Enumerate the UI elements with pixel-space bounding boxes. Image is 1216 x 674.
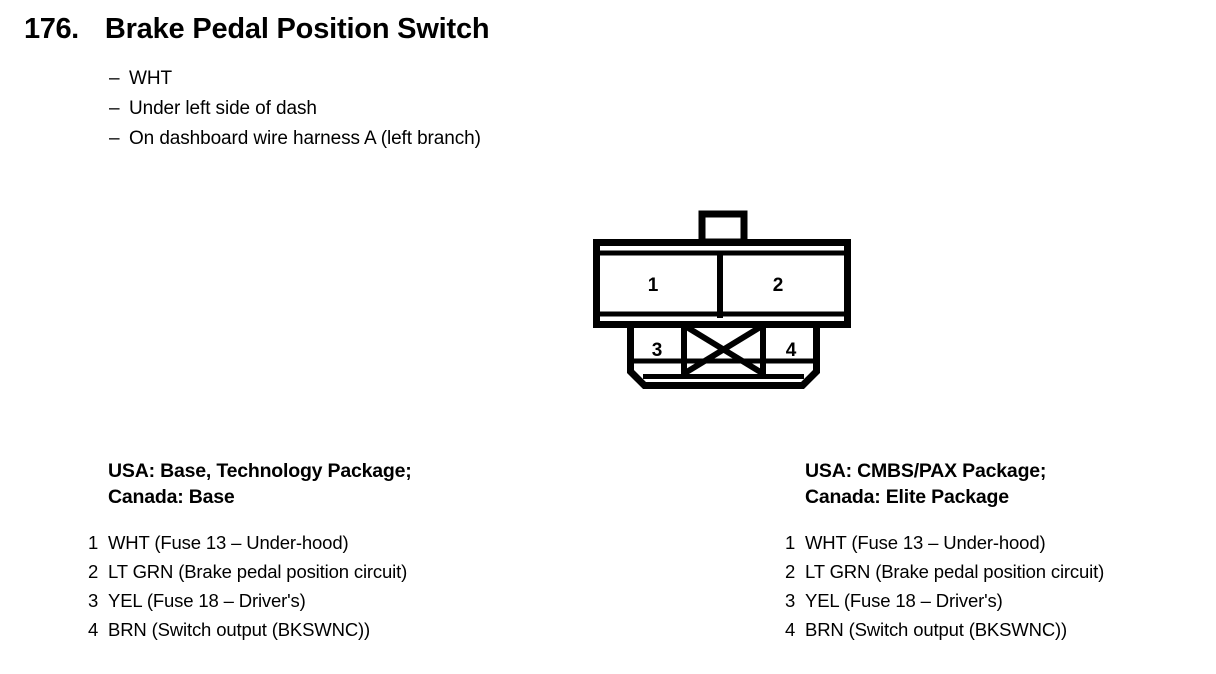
list-item: 4 BRN (Switch output (BKSWNC))	[88, 615, 412, 644]
pin-number: 2	[785, 561, 796, 582]
pin-description: LT GRN (Brake pedal position circuit)	[805, 561, 1105, 582]
pin-description: LT GRN (Brake pedal position circuit)	[108, 561, 408, 582]
item-number: 176.	[24, 13, 79, 45]
pin-number: 4	[785, 619, 796, 640]
connector-pin-2: 2	[773, 275, 784, 296]
pin-description: YEL (Fuse 18 – Driver's)	[805, 590, 1003, 611]
pin-description: BRN (Switch output (BKSWNC))	[108, 619, 371, 640]
list-item: 2 LT GRN (Brake pedal position circuit)	[785, 557, 1105, 586]
pin-list: 1 WHT (Fuse 13 – Under-hood) 2 LT GRN (B…	[785, 528, 1105, 644]
pin-number: 4	[88, 619, 99, 640]
pin-description: WHT (Fuse 13 – Under-hood)	[805, 532, 1046, 553]
dash-icon: –	[109, 98, 120, 119]
connector-svg: 1 2 3 4	[593, 210, 851, 389]
blank-cell-cross-stroke-b	[683, 323, 764, 376]
bullet-label: On dashboard wire harness A (left branch…	[129, 128, 481, 149]
pin-number: 3	[88, 590, 99, 611]
connector-pin-3: 3	[652, 340, 663, 361]
dash-icon: –	[109, 128, 120, 149]
bullet-label: WHT	[129, 68, 172, 89]
pin-description: WHT (Fuse 13 – Under-hood)	[108, 532, 349, 553]
legend-heading-line1: USA: CMBS/PAX Package;	[805, 460, 1047, 482]
list-item: 3 YEL (Fuse 18 – Driver's)	[88, 586, 412, 615]
list-item: 2 LT GRN (Brake pedal position circuit)	[88, 557, 412, 586]
legend-heading-line1: USA: Base, Technology Package;	[108, 460, 412, 482]
dash-icon: –	[109, 68, 120, 89]
connector-diagram: 1 2 3 4	[586, 206, 861, 401]
pin-number: 2	[88, 561, 99, 582]
legend-column-right: USA: CMBS/PAX Package; Canada: Elite Pac…	[785, 458, 1105, 644]
pin-list: 1 WHT (Fuse 13 – Under-hood) 2 LT GRN (B…	[88, 528, 412, 644]
list-item: 1 WHT (Fuse 13 – Under-hood)	[88, 528, 412, 557]
list-item: – WHT	[109, 64, 481, 94]
connector-pin-1: 1	[648, 275, 659, 296]
connector-pin-4: 4	[786, 340, 797, 361]
bullet-label: Under left side of dash	[129, 98, 317, 119]
pin-number: 3	[785, 590, 796, 611]
legend-heading-line2: Canada: Base	[108, 486, 235, 508]
pin-description: YEL (Fuse 18 – Driver's)	[108, 590, 306, 611]
connector-locking-tab	[698, 210, 748, 246]
pin-number: 1	[785, 532, 796, 553]
legend-column-left: USA: Base, Technology Package; Canada: B…	[88, 458, 412, 644]
list-item: 4 BRN (Switch output (BKSWNC))	[785, 615, 1104, 644]
list-item: – On dashboard wire harness A (left bran…	[109, 124, 481, 154]
detail-bullet-list: – WHT – Under left side of dash – On das…	[109, 64, 481, 154]
connector-lower-body	[627, 321, 820, 389]
legend-heading-line2: Canada: Elite Package	[805, 486, 1009, 508]
page-title: 176. Brake Pedal Position Switch	[24, 13, 490, 46]
pin-number: 1	[88, 532, 99, 553]
list-item: 1 WHT (Fuse 13 – Under-hood)	[785, 528, 1104, 557]
title-text: Brake Pedal Position Switch	[104, 13, 490, 45]
pin-description: BRN (Switch output (BKSWNC))	[805, 619, 1068, 640]
list-item: 3 YEL (Fuse 18 – Driver's)	[785, 586, 1104, 615]
list-item: – Under left side of dash	[109, 94, 481, 124]
